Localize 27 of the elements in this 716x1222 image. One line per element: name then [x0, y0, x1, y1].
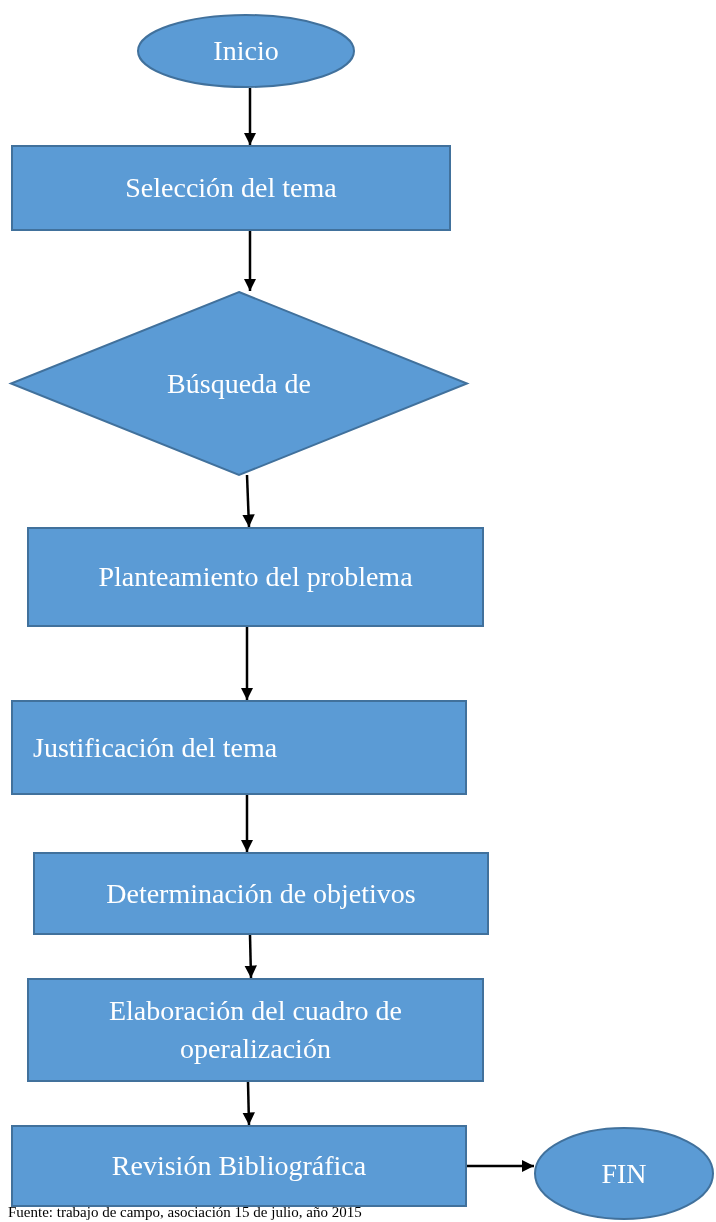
arrow — [240, 627, 254, 700]
end-ellipse — [534, 1127, 714, 1220]
arrow — [242, 1081, 255, 1126]
process-box — [11, 700, 467, 795]
step-label: Revisión Bibliográfica — [111, 1149, 367, 1183]
step-label: Inicio — [213, 34, 279, 68]
arrow — [244, 934, 257, 979]
arrow — [243, 231, 257, 291]
process-box — [27, 527, 484, 627]
process-box — [27, 978, 484, 1082]
process-box — [11, 1125, 467, 1207]
arrow — [240, 795, 254, 852]
step-label: Selección del tema — [125, 171, 337, 205]
step-label: Determinación de objetivos — [106, 876, 416, 911]
arrow — [243, 88, 257, 145]
step-label: Justificación del tema — [33, 730, 278, 765]
arrow — [467, 1159, 534, 1173]
step-label: Elaboración del cuadro de operalización — [107, 994, 404, 1066]
arrow — [242, 474, 255, 528]
process-box — [11, 145, 451, 231]
step-label: Planteamiento del problema — [97, 560, 414, 594]
start-ellipse — [137, 14, 355, 88]
step-label: FIN — [601, 1156, 647, 1191]
process-box — [33, 852, 489, 935]
step-label: Búsqueda de — [166, 366, 312, 401]
decision-diamond — [10, 291, 468, 476]
source-caption: Fuente: trabajo de campo, asociación 15 de julio, año 2015 — [8, 1204, 362, 1221]
